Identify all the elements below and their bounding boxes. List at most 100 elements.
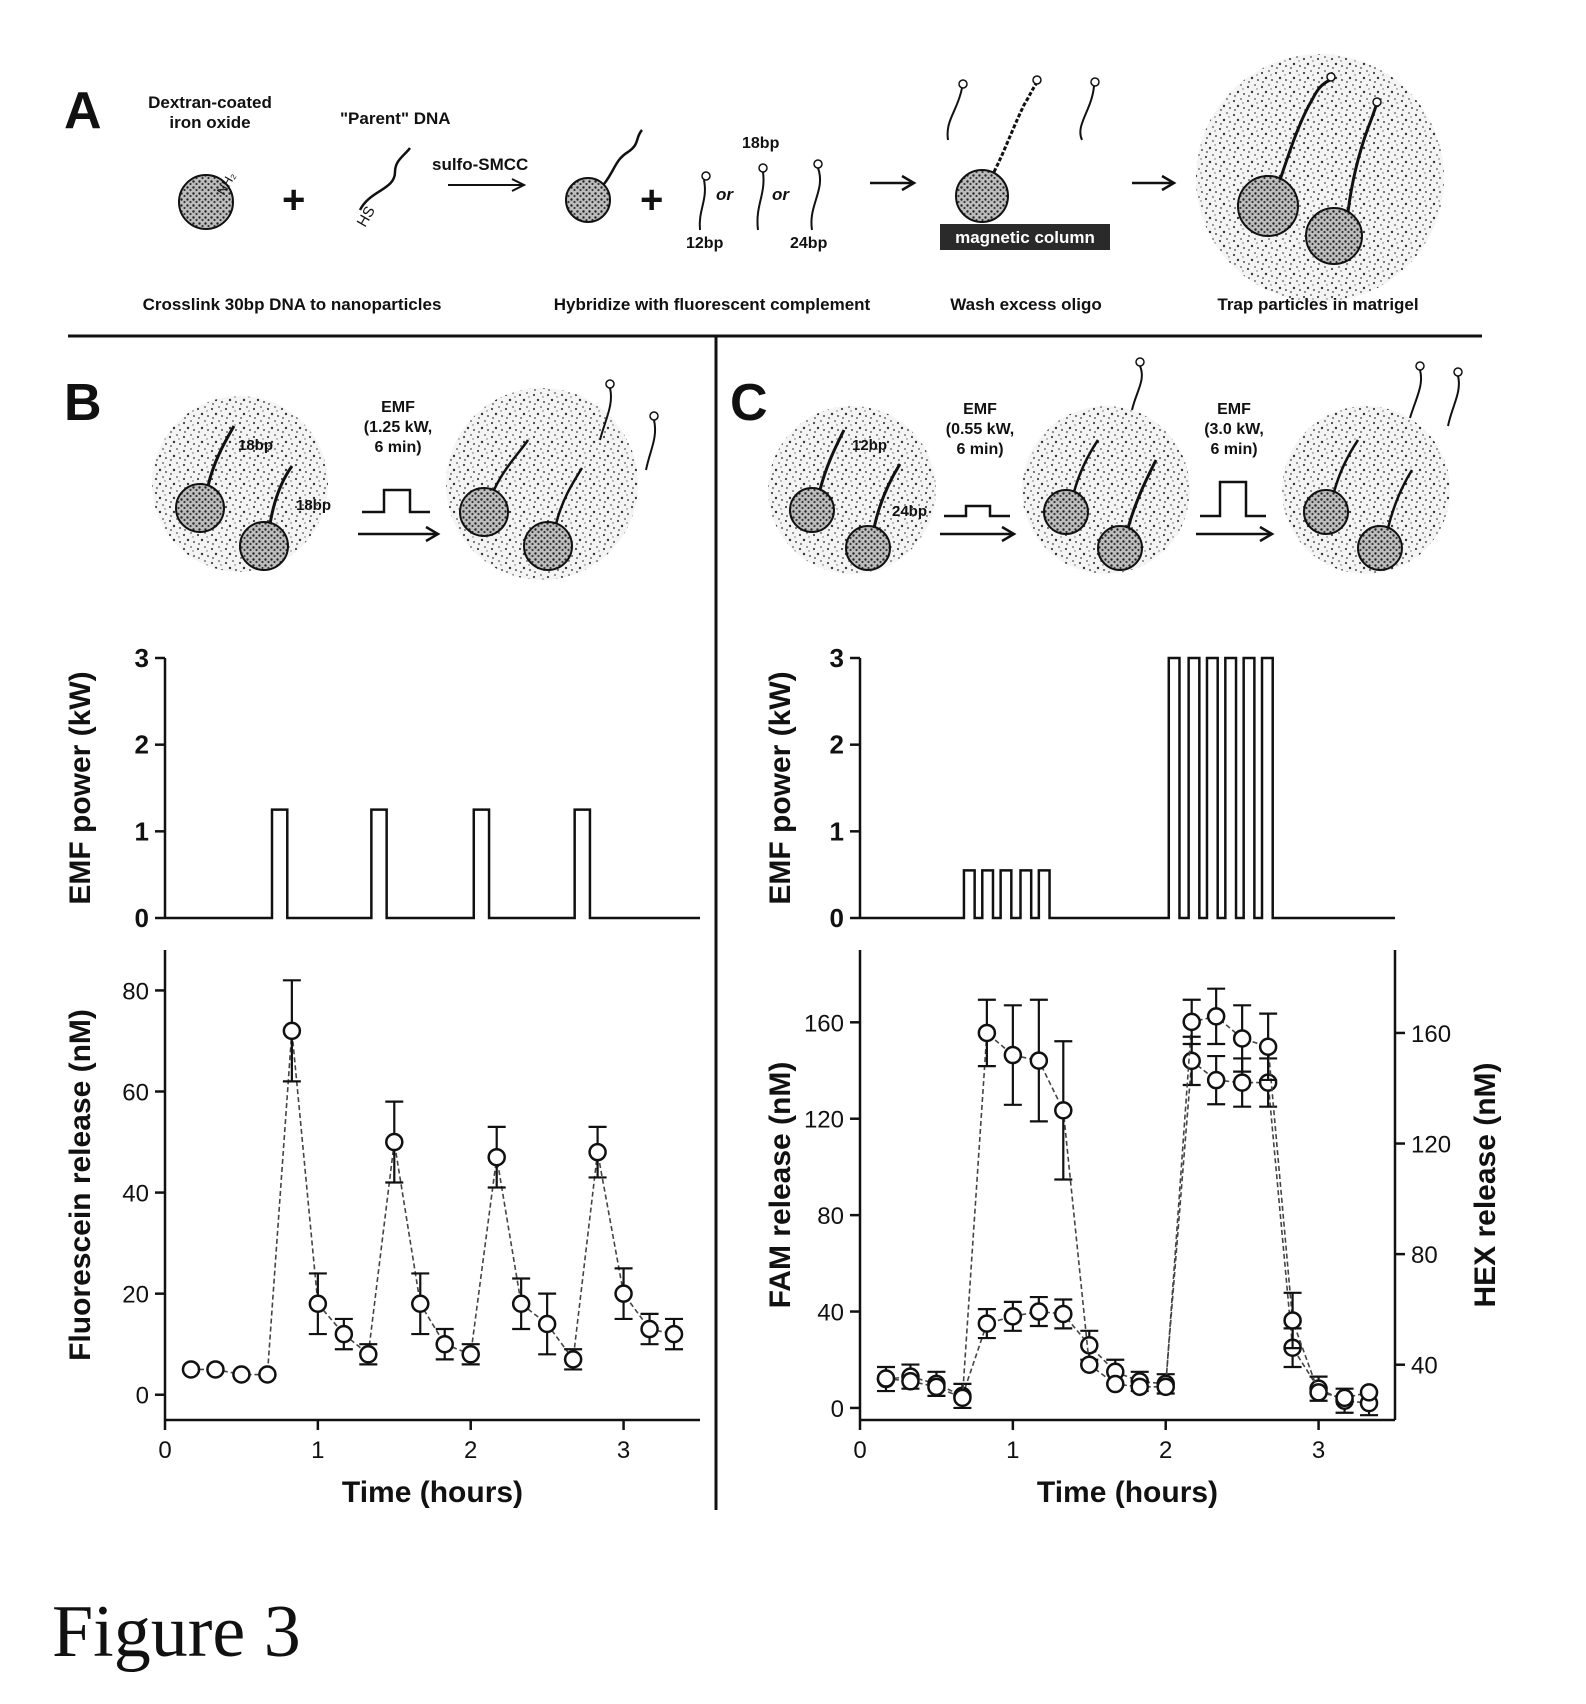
y-tick-label: 40 <box>817 1300 844 1327</box>
arrow-head <box>1001 525 1017 543</box>
step-caption: Hybridize with fluorescent complement <box>554 295 871 314</box>
hybridized-dna <box>1278 78 1331 181</box>
y-axis-label: EMF power (kW) <box>764 671 797 904</box>
released-oligo <box>1447 375 1460 427</box>
emf-label: EMF <box>381 399 415 416</box>
fluorophore <box>758 163 768 173</box>
y-tick-label: 0 <box>830 903 844 933</box>
hybridized-dna <box>1346 105 1378 213</box>
oligo-12bp <box>698 179 706 231</box>
fluorophore <box>1135 357 1145 367</box>
data-point <box>258 1365 277 1384</box>
column-label: magnetic column <box>955 228 1095 247</box>
data-point <box>1309 1383 1328 1402</box>
nanoparticle <box>955 169 1009 223</box>
emf-label: 6 min) <box>956 441 1003 458</box>
emf-waveform <box>165 808 700 920</box>
pulse-icon <box>944 504 1010 518</box>
dextran-label: Dextran-coated <box>148 93 272 112</box>
data-point <box>1106 1374 1125 1394</box>
label-18bp: 18bp <box>742 135 780 152</box>
x-tick-label: 3 <box>1312 1437 1325 1464</box>
y-tick-label: 0 <box>135 903 149 933</box>
nanoparticle <box>565 177 611 223</box>
panel-c-schematic: C 12bp 24bp EMF (0.55 kW, 6 min) EMF (3.… <box>730 357 1463 574</box>
parent-dna <box>492 439 530 491</box>
nanoparticle <box>523 521 573 571</box>
y-tick-label: 60 <box>122 1080 149 1107</box>
x-tick-label: 1 <box>311 1437 324 1464</box>
hs-label: HS <box>354 203 379 230</box>
free-oligo <box>946 87 963 141</box>
data-point <box>1156 1377 1175 1397</box>
fluorophore <box>958 79 968 89</box>
panel-b-schematic: B 18bp 18bp EMF (1.25 kW, 6 min) <box>64 374 659 580</box>
y-axis-label: EMF power (kW) <box>64 671 97 904</box>
data-point <box>181 1360 201 1379</box>
data-point <box>1258 1037 1278 1057</box>
y-tick-label: 3 <box>830 643 844 673</box>
y-tick-label: 1 <box>830 816 844 846</box>
data-point <box>1359 1383 1379 1402</box>
or-label: or <box>772 185 790 204</box>
data-point <box>511 1294 531 1314</box>
arrow-head <box>425 525 441 543</box>
data-point <box>1335 1388 1354 1408</box>
data-point <box>1130 1377 1149 1397</box>
y-axis-label: Fluorescein release (nM) <box>64 1009 97 1361</box>
fluorophore <box>605 379 615 389</box>
oligo-18bp <box>756 171 765 231</box>
y-tick-label: 1 <box>135 816 149 846</box>
nanoparticle <box>1097 525 1143 571</box>
nanoparticle <box>845 525 891 571</box>
parent-dna <box>1386 469 1414 529</box>
panel-letter: C <box>730 374 768 432</box>
y-tick-label-right: 160 <box>1411 1021 1451 1048</box>
data-point <box>1029 1302 1049 1321</box>
series-line <box>190 1030 675 1376</box>
data-point <box>1232 1029 1252 1048</box>
data-point <box>385 1132 404 1152</box>
fluorophore <box>813 159 823 169</box>
data-point <box>1054 1304 1073 1324</box>
y-tick-label: 2 <box>830 730 844 760</box>
nanoparticle <box>459 487 509 537</box>
emf-label: EMF <box>963 401 997 418</box>
data-point <box>1232 1073 1252 1092</box>
fluorophore <box>1090 77 1100 87</box>
emf-label: 6 min) <box>1210 441 1257 458</box>
data-point <box>1003 1045 1023 1065</box>
data-point <box>1206 1007 1226 1026</box>
data-point <box>953 1388 972 1408</box>
y-tick-label: 160 <box>804 1010 844 1037</box>
free-oligo <box>1079 85 1095 141</box>
fluorophore <box>1453 367 1463 377</box>
parent-dna <box>1072 439 1100 493</box>
emf-label: 6 min) <box>374 439 421 456</box>
fluorophore <box>1372 97 1382 107</box>
y-tick-label: 80 <box>817 1203 844 1230</box>
y-axis-label: FAM release (nM) <box>764 1062 797 1309</box>
data-point <box>1182 1051 1201 1071</box>
plus-sign: + <box>640 178 663 222</box>
fluorophore <box>649 411 659 421</box>
pulse-icon <box>1200 480 1266 518</box>
x-tick-label: 2 <box>1159 1437 1172 1464</box>
x-axis-label: Time (hours) <box>1037 1476 1218 1509</box>
nanoparticle <box>239 521 289 571</box>
data-point <box>977 1314 997 1333</box>
series-line <box>885 1015 1370 1400</box>
reagent-label: sulfo-SMCC <box>432 155 528 174</box>
data-point <box>876 1369 896 1388</box>
y-axis-label-right: HEX release (nM) <box>1469 1062 1502 1307</box>
fluorophore <box>1326 72 1336 82</box>
data-point <box>977 1023 997 1043</box>
y-tick-label-right: 40 <box>1411 1353 1438 1380</box>
figure-caption: Figure 3 <box>52 1591 301 1673</box>
data-point <box>640 1319 659 1339</box>
label-12bp: 12bp <box>852 437 887 454</box>
data-point <box>1206 1070 1226 1090</box>
